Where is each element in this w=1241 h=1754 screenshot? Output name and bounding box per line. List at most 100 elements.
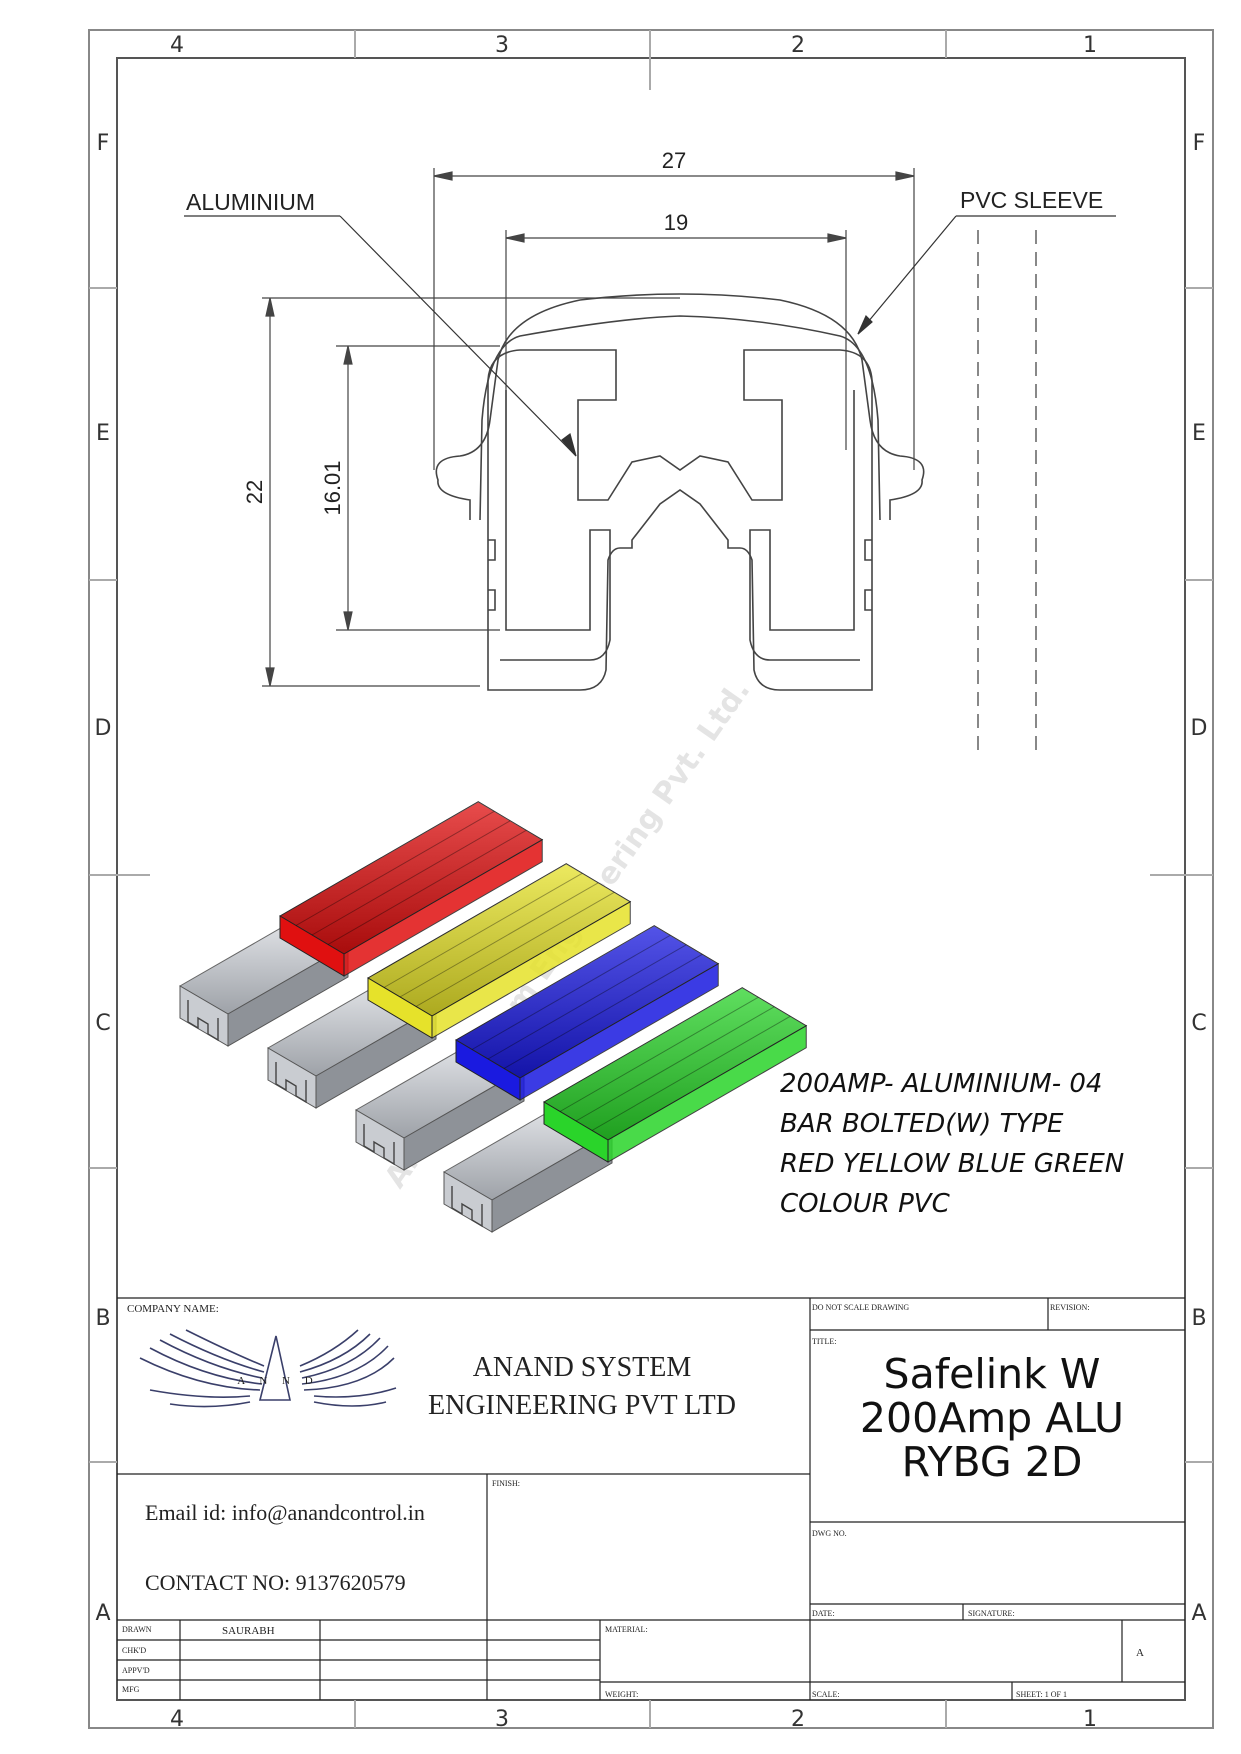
bar-aluminium-profile — [275, 1062, 307, 1104]
weight-label: WEIGHT: — [605, 1690, 638, 1699]
bar-sleeve-ridge — [591, 1015, 791, 1131]
date-label: DATE: — [812, 1609, 835, 1618]
bar-aluminium-side — [315, 1006, 437, 1109]
bar-sleeve-end — [279, 915, 345, 977]
zone-left-c: C — [95, 1011, 110, 1036]
zone-ticks — [89, 30, 1213, 1728]
bar-sleeve-ridge — [415, 891, 615, 1007]
pvc-sleeve-outer — [435, 293, 925, 520]
pvc-sleeve-inner — [479, 315, 881, 521]
bar-sleeve-ridge — [487, 944, 687, 1060]
bar-red — [179, 801, 544, 1047]
bar-aluminium-side — [491, 1130, 613, 1233]
zone-right-a: A — [1191, 1601, 1206, 1626]
revision-label: REVISION: — [1050, 1303, 1090, 1312]
bar-aluminium-side — [403, 1068, 525, 1171]
bar-sleeve-ridge — [575, 1006, 775, 1122]
bar-sleeve-ridge — [311, 820, 511, 936]
callout-pvc-sleeve: PVC SLEEVE — [960, 187, 1103, 213]
company-name-label: COMPANY NAME: — [127, 1303, 219, 1315]
title-line-1: Safelink W — [884, 1350, 1101, 1398]
chkd-label: CHK'D — [122, 1646, 146, 1655]
bars-group — [179, 801, 808, 1233]
zone-top-3: 3 — [495, 33, 509, 58]
logo-letters: A N N D — [237, 1375, 318, 1387]
bar-sleeve-ridge — [559, 996, 759, 1112]
aluminium-right-channel — [749, 390, 860, 661]
dwg-no-label: DWG NO. — [812, 1529, 847, 1538]
title-label: TITLE: — [812, 1337, 836, 1346]
dimension-lines — [262, 168, 915, 687]
zone-right-c: C — [1191, 1011, 1206, 1036]
bar-blue — [355, 925, 720, 1171]
bar-sleeve-shade — [280, 801, 543, 954]
finish-label: FINISH: — [492, 1479, 520, 1488]
bar-aluminium-profile — [363, 1124, 395, 1166]
aluminium-notches — [488, 539, 872, 611]
sheet-size: A — [1136, 1647, 1144, 1659]
zone-left-d: D — [95, 716, 112, 741]
zone-left-b: B — [95, 1306, 110, 1331]
bar-sleeve-ridge — [295, 810, 495, 926]
bar-aluminium-profile — [187, 1000, 219, 1042]
center-lines — [977, 230, 1037, 750]
zone-right-f: F — [1193, 131, 1206, 156]
bar-sleeve-end — [543, 1101, 609, 1163]
bar-yellow — [267, 863, 632, 1109]
bar-sleeve-shade — [368, 863, 631, 1016]
note-line-1: 200AMP- ALUMINIUM- 04 — [780, 1069, 1102, 1099]
title-line-2: 200Amp ALU — [860, 1394, 1124, 1442]
logo: A N N D — [139, 1329, 397, 1408]
zone-top-1: 1 — [1083, 33, 1097, 58]
zone-top-4: 4 — [170, 33, 184, 58]
zone-bottom-4: 4 — [170, 1707, 184, 1732]
zone-left-e: E — [96, 421, 110, 446]
company-name-line-1: ANAND SYSTEM — [473, 1352, 692, 1383]
bar-sleeve-shade — [456, 925, 719, 1078]
dimension-overall-width: 27 — [662, 148, 686, 173]
bar-aluminium-side — [227, 944, 349, 1047]
zone-top-2: 2 — [791, 33, 805, 58]
scale-label: SCALE: — [812, 1690, 840, 1699]
company-name-line-2: ENGINEERING PVT LTD — [428, 1390, 736, 1421]
signature-label: SIGNATURE: — [968, 1609, 1015, 1618]
appvd-label: APPV'D — [122, 1666, 150, 1675]
bar-sleeve-ridge — [327, 829, 527, 945]
zone-bottom-3: 3 — [495, 1707, 509, 1732]
bar-sleeve-ridge — [471, 934, 671, 1050]
zone-right-b: B — [1191, 1306, 1206, 1331]
bar-sleeve-ridge — [383, 872, 583, 988]
contact-number: CONTACT NO: 9137620579 — [145, 1570, 406, 1595]
callout-leaders — [184, 215, 1116, 457]
dimension-inner-width: 19 — [664, 210, 688, 235]
note-line-3: RED YELLOW BLUE GREEN — [780, 1149, 1124, 1179]
zone-bottom-2: 2 — [791, 1707, 805, 1732]
bar-sleeve-ridge — [503, 953, 703, 1069]
callout-aluminium: ALUMINIUM — [186, 189, 315, 215]
bar-sleeve-ridge — [399, 882, 599, 998]
dimension-inner-height: 16.01 — [320, 460, 345, 515]
bar-sleeve-end — [367, 977, 433, 1039]
aluminium-body — [487, 349, 873, 691]
no-scale-label: DO NOT SCALE DRAWING — [812, 1303, 909, 1312]
bar-green — [443, 987, 808, 1233]
note-line-4: COLOUR PVC — [780, 1189, 951, 1219]
aluminium-left-channel — [500, 390, 611, 661]
dimension-overall-height: 22 — [242, 480, 267, 504]
title-line-3: RYBG 2D — [902, 1438, 1083, 1486]
zone-left-f: F — [97, 131, 110, 156]
cross-section-profile — [435, 293, 925, 691]
zone-right-d: D — [1191, 716, 1208, 741]
material-label: MATERIAL: — [605, 1625, 648, 1634]
zone-left-a: A — [95, 1601, 110, 1626]
zone-right-e: E — [1192, 421, 1206, 446]
sheet-label: SHEET: 1 OF 1 — [1016, 1690, 1067, 1699]
bar-sleeve-end — [455, 1039, 521, 1101]
mfg-label: MFG — [122, 1685, 140, 1694]
bar-sleeve-shade — [544, 987, 807, 1140]
note-line-2: BAR BOLTED(W) TYPE — [780, 1109, 1064, 1139]
drawn-label: DRAWN — [122, 1625, 152, 1634]
zone-bottom-1: 1 — [1083, 1707, 1097, 1732]
bar-aluminium-profile — [451, 1186, 483, 1228]
